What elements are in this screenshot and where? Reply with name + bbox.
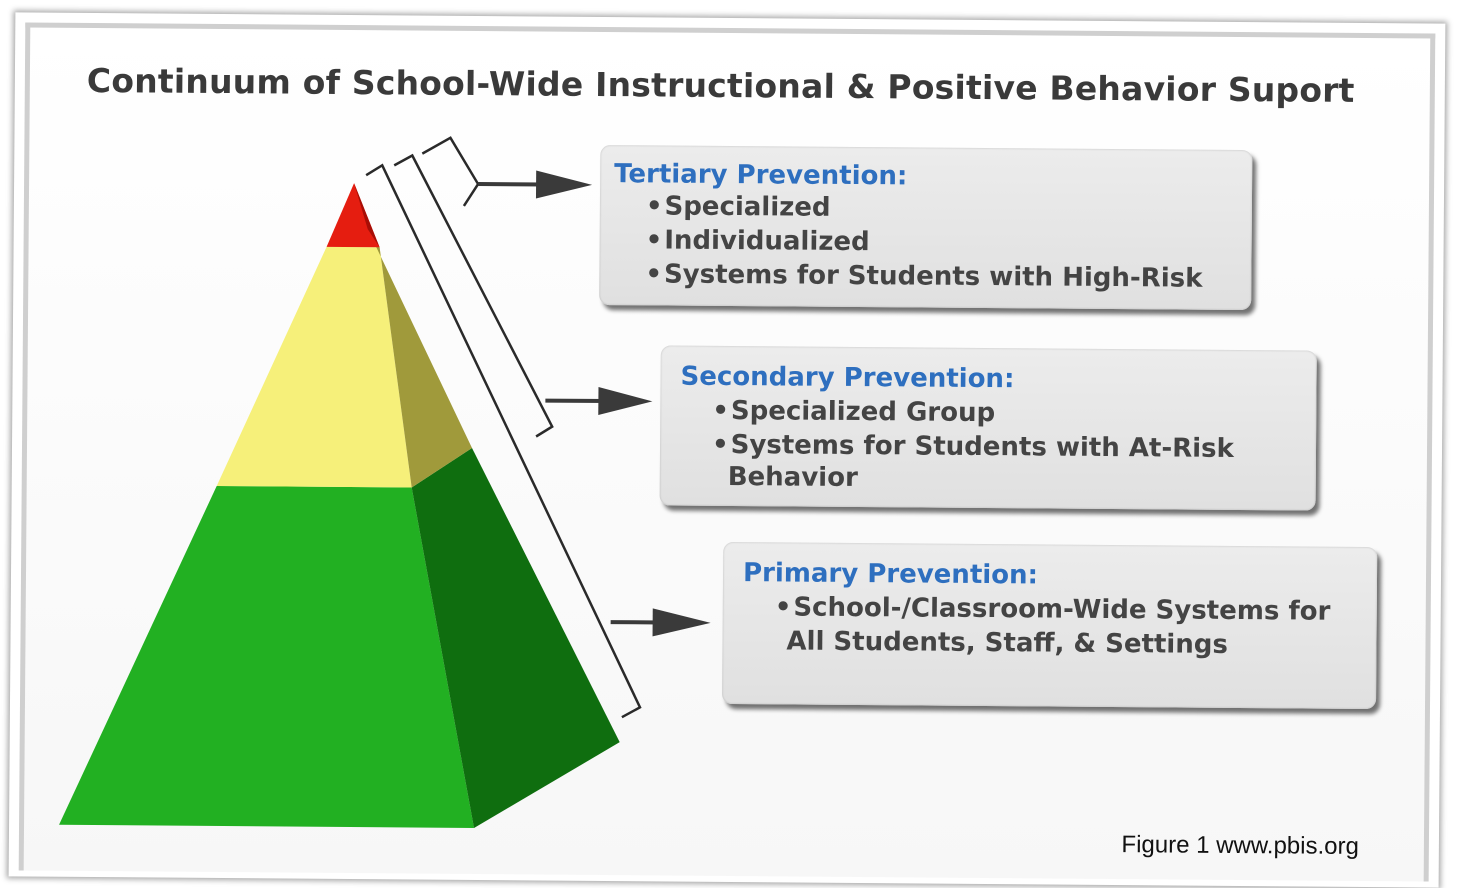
tertiary-item: •Individualized [646, 225, 870, 257]
primary-tier-front [59, 485, 477, 828]
secondary-arrow [545, 387, 652, 416]
tertiary-heading: Tertiary Prevention: [614, 159, 907, 191]
secondary-item: •Systems for Students with At-Risk [712, 430, 1234, 464]
primary-heading: Primary Prevention: [743, 558, 1038, 590]
tertiary-box: Tertiary Prevention: •Specialized •Indiv… [599, 145, 1252, 310]
secondary-heading: Secondary Prevention: [680, 362, 1014, 395]
secondary-box: Secondary Prevention: •Specialized Group… [660, 345, 1317, 510]
primary-item: •School-/Classroom-Wide Systems for [775, 592, 1331, 626]
tertiary-tier-front [327, 183, 381, 247]
tertiary-item: •Specialized [646, 191, 831, 222]
primary-item-continued: All Students, Staff, & Settings [786, 626, 1228, 659]
tertiary-item: •Systems for Students with High-Risk [645, 259, 1202, 293]
figure-frame: Continuum of School-Wide Instructional &… [9, 12, 1446, 887]
primary-arrow [611, 608, 711, 637]
secondary-tier-front [217, 246, 414, 488]
tertiary-bracket [422, 138, 479, 206]
secondary-item: •Specialized Group [712, 396, 995, 428]
secondary-item-continued: Behavior [728, 462, 858, 493]
figure-caption: Figure 1 www.pbis.org [1121, 831, 1359, 861]
tertiary-arrow [478, 170, 592, 199]
primary-box: Primary Prevention: •School-/Classroom-W… [722, 542, 1377, 709]
